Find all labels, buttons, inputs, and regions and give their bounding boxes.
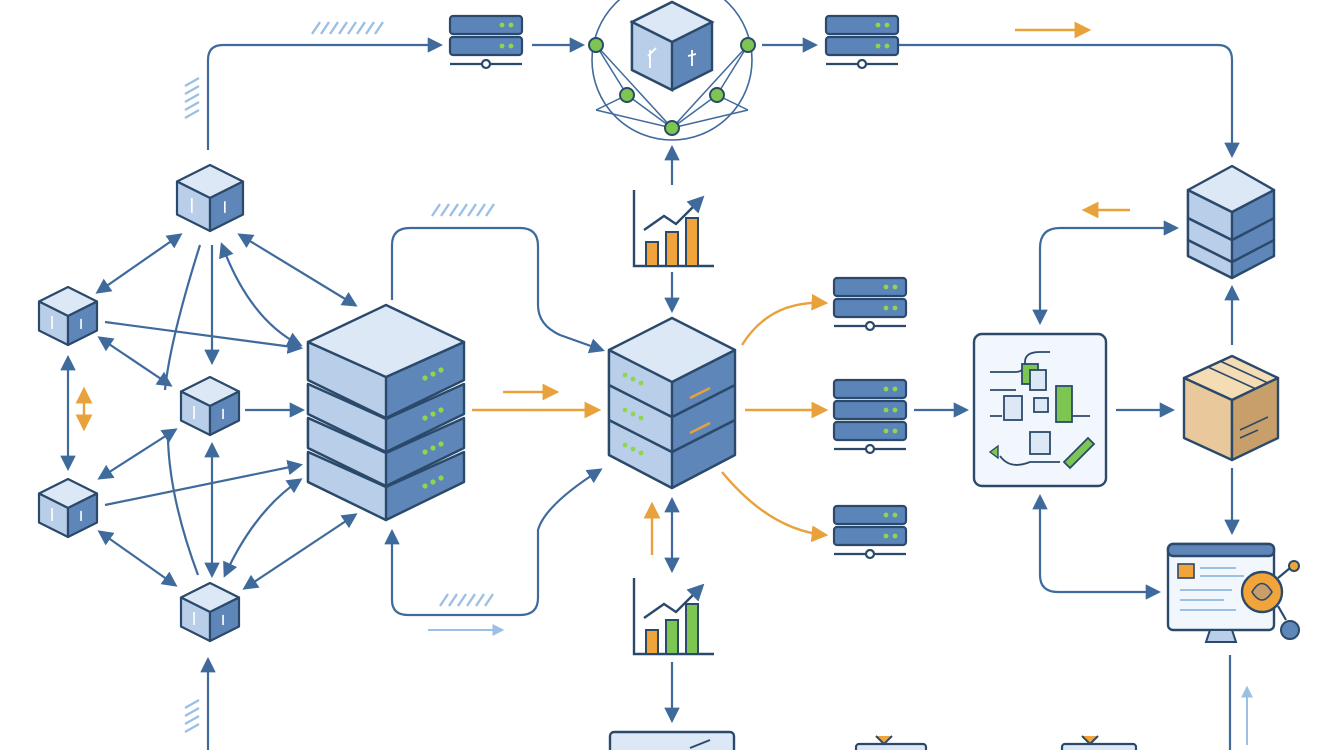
connector-loop-bottom — [384, 468, 603, 617]
data-cube-icon-left-upper — [37, 285, 99, 347]
data-cube-icon-left-lower — [37, 477, 99, 539]
blue-connectors — [60, 37, 1240, 750]
connector-workflow-to-monitor — [1032, 493, 1162, 600]
hatch-top-left — [311, 21, 384, 35]
package-box-icon — [1182, 354, 1280, 462]
server-icon-upper — [832, 276, 908, 332]
bottom-panel-icon — [608, 730, 736, 754]
database-cube-icon — [1186, 164, 1276, 280]
connector-loop-top — [390, 226, 605, 354]
mesh-c2-to-bigstack — [104, 459, 304, 507]
growth-chart-icon-top — [632, 190, 714, 268]
server-units — [448, 14, 908, 560]
server-stack-icon-center — [607, 316, 737, 490]
mesh-top-to-c1 — [95, 233, 183, 294]
monitor-analytics-icon — [1166, 542, 1276, 643]
network-cube-icon — [588, 0, 756, 141]
connector-cube-to-top-server — [206, 37, 444, 150]
data-cube-icon-middle — [179, 375, 241, 437]
connector-workflow-to-cube — [1032, 220, 1180, 326]
small-cubes — [37, 163, 245, 643]
bottom-tool-icon-1 — [854, 735, 928, 754]
mesh-c1-to-mid — [97, 336, 173, 387]
growth-chart-icon-bottom — [632, 578, 714, 656]
server-stack-icon-left — [306, 303, 466, 522]
mesh-top-to-left-low — [163, 244, 202, 391]
mesh-bottom-to-bigstack — [242, 513, 358, 590]
data-cube-icon-top — [175, 163, 245, 233]
server-icon-middle — [832, 378, 908, 455]
mesh-c1-to-bigstack — [104, 320, 304, 355]
hatch-bottom-center — [439, 593, 494, 607]
server-icon-lower — [832, 504, 908, 560]
mesh-top-curve-bigstack — [219, 242, 303, 347]
mesh-c2-to-bottom — [97, 530, 178, 587]
mesh-bottom-to-left-up — [166, 439, 200, 576]
hatch-left-vertical — [184, 76, 200, 120]
hatch-marks — [184, 21, 495, 734]
server-icon-top-left — [448, 14, 524, 70]
mesh-top-to-bigstack — [237, 233, 358, 307]
orange-central-to-server-bottom — [721, 471, 829, 543]
server-icon-top-right — [824, 14, 900, 70]
mesh-mid-to-c2 — [97, 428, 178, 480]
orange-central-to-server-top — [740, 293, 829, 346]
bottom-tool-icon-2 — [1060, 735, 1138, 754]
hatch-center — [431, 203, 495, 217]
workflow-panel-icon — [972, 332, 1108, 488]
hatch-bottom-left — [184, 698, 200, 734]
connector-top-right-rail — [898, 43, 1240, 159]
orange-connectors — [75, 21, 1130, 555]
mesh-bottom-curve-bigstack — [223, 478, 303, 578]
gear-icon — [1240, 560, 1300, 640]
data-cube-icon-bottom — [179, 581, 241, 643]
